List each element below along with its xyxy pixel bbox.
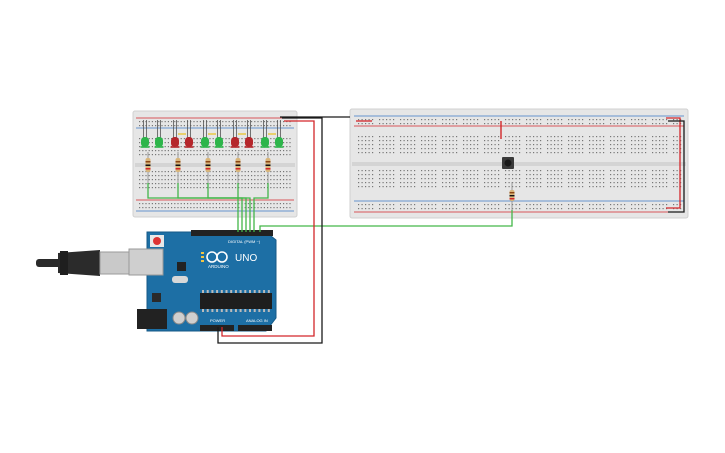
usb-b-port xyxy=(128,248,164,276)
power-header[interactable] xyxy=(200,325,234,331)
led[interactable] xyxy=(154,120,164,148)
green-signal-wires[interactable] xyxy=(147,183,513,232)
resistor[interactable] xyxy=(175,152,181,183)
arduino-brand-label: ARDUINO xyxy=(208,264,229,269)
digital-header[interactable] xyxy=(191,230,273,236)
led[interactable] xyxy=(260,120,270,148)
power-label: POWER xyxy=(210,318,225,323)
usb-cable[interactable] xyxy=(36,250,131,276)
resistor[interactable] xyxy=(265,152,271,183)
center-channel xyxy=(135,163,295,167)
board-led-tx xyxy=(201,256,204,258)
reset-button[interactable] xyxy=(153,237,161,245)
led-body xyxy=(245,137,253,147)
usb-cable-wire xyxy=(36,259,62,267)
led-body xyxy=(201,137,209,147)
large-breadboard[interactable] xyxy=(349,108,689,219)
atmega-chip xyxy=(200,293,272,309)
led-body xyxy=(231,137,239,147)
led-body xyxy=(171,137,179,147)
analog-label: ANALOG IN xyxy=(246,318,268,323)
led[interactable] xyxy=(140,120,150,148)
board-led-rx xyxy=(201,260,204,262)
led[interactable] xyxy=(200,120,210,148)
usb-plug-metal xyxy=(99,251,131,275)
led-array xyxy=(140,120,284,148)
button-signal-wire xyxy=(259,210,513,232)
push-button[interactable] xyxy=(502,157,514,169)
led[interactable] xyxy=(274,120,284,148)
led-body xyxy=(275,137,283,147)
5v-red-wire xyxy=(221,120,315,337)
analog-header[interactable] xyxy=(238,325,272,331)
usb-chip xyxy=(177,262,186,271)
crystal xyxy=(172,276,188,283)
led[interactable] xyxy=(214,120,224,148)
led-body xyxy=(261,137,269,147)
gnd-black-wire xyxy=(217,117,323,344)
resistor[interactable] xyxy=(145,152,151,183)
right-black-rail-wire xyxy=(668,120,685,213)
large-breadboard-holes xyxy=(358,119,682,210)
board-led-l xyxy=(201,252,204,254)
led-body xyxy=(155,137,163,147)
button-resistor[interactable] xyxy=(509,182,515,210)
large-center-channel xyxy=(352,162,686,166)
power-wires[interactable] xyxy=(217,116,685,344)
resistor[interactable] xyxy=(205,152,211,183)
arduino-uno[interactable]: UNO ARDUINO DIGITAL (PWM ~) POWER ANALOG… xyxy=(36,230,277,332)
push-button-cap xyxy=(504,159,512,167)
led[interactable] xyxy=(184,120,194,148)
voltage-regulator xyxy=(152,293,161,302)
chip-pins xyxy=(202,290,270,312)
power-jack xyxy=(137,309,167,329)
led[interactable] xyxy=(170,120,180,148)
led-body xyxy=(185,137,193,147)
right-red-rail-wire xyxy=(666,117,681,209)
resistor-array xyxy=(145,152,271,183)
led[interactable] xyxy=(244,120,254,148)
usb-plug-housing xyxy=(58,250,100,276)
led[interactable] xyxy=(230,120,240,148)
digital-label: DIGITAL (PWM ~) xyxy=(228,239,261,244)
usb-plug-grip xyxy=(60,251,68,275)
resistor[interactable] xyxy=(235,152,241,183)
capacitor-2 xyxy=(185,311,199,325)
capacitor-1 xyxy=(172,311,186,325)
led-body xyxy=(215,137,223,147)
led-body xyxy=(141,137,149,147)
uno-label: UNO xyxy=(235,253,257,264)
arduino-logo: UNO ARDUINO xyxy=(206,251,257,269)
